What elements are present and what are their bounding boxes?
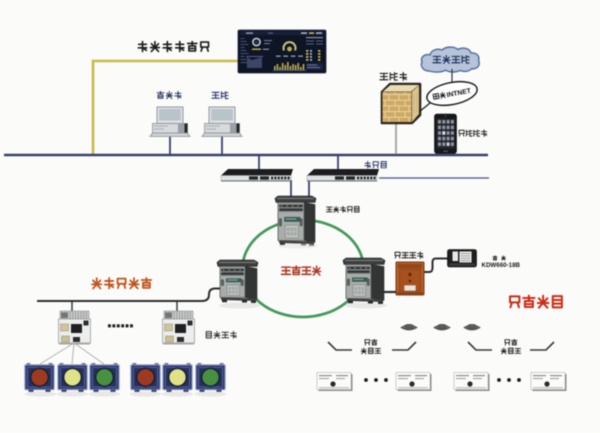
svg-text:KDW660-18B: KDW660-18B	[482, 262, 521, 269]
svg-text:INTNET: INTNET	[446, 88, 472, 100]
